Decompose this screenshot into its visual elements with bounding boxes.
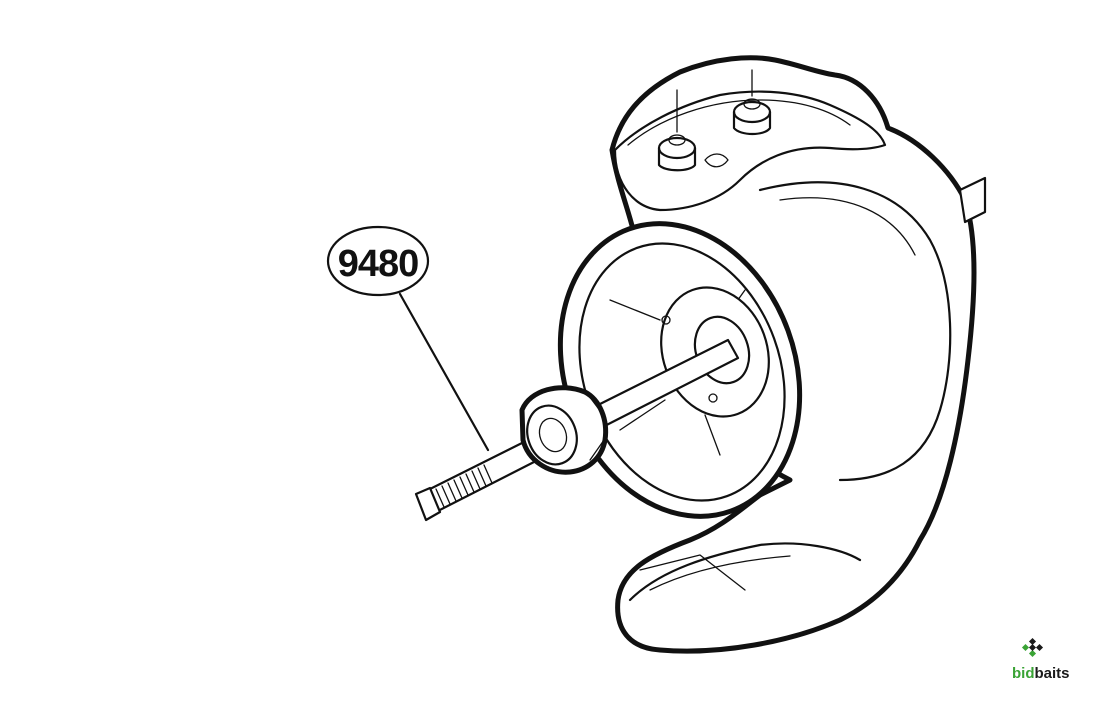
hex-nut xyxy=(519,385,609,475)
logo-text: bidbaits xyxy=(1012,665,1070,682)
logo-text-prefix: bid xyxy=(1012,665,1035,682)
logo-text-suffix: baits xyxy=(1035,665,1070,682)
part-number-label: 9480 xyxy=(338,243,419,285)
callout-leader-line xyxy=(398,292,490,452)
part-number-callout xyxy=(326,225,430,297)
logo-mark-icon xyxy=(1021,637,1044,658)
bidbaits-logo: bidbaits xyxy=(1012,637,1070,682)
